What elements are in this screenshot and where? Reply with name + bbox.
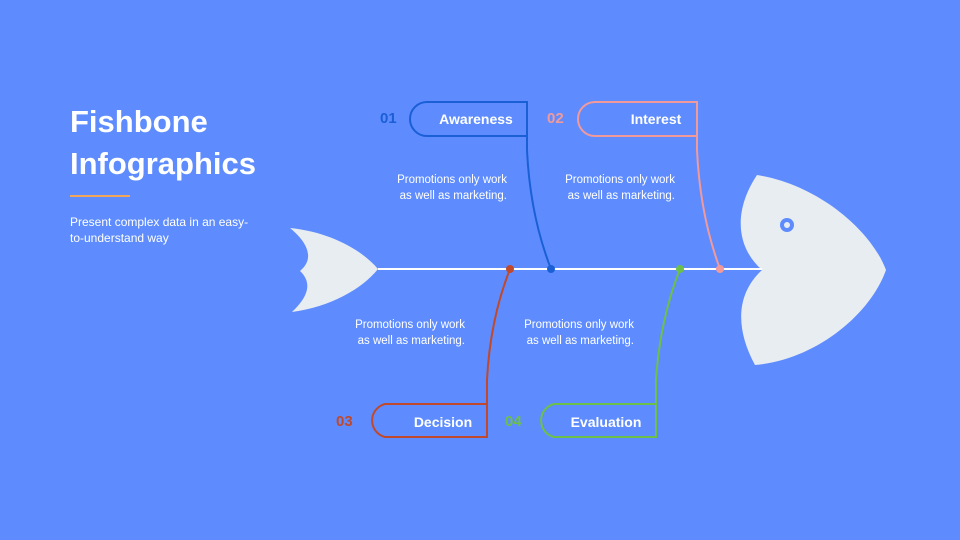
stage-number-03: 03	[336, 413, 353, 430]
stage-number-02: 02	[547, 110, 564, 127]
bone-decision	[371, 268, 511, 438]
stage-number-01: 01	[380, 110, 397, 127]
joint-evaluation	[676, 265, 684, 273]
title-underline	[70, 195, 130, 197]
stage-label-decision: Decision	[413, 414, 473, 430]
subtitle: Present complex data in an easy-to-under…	[70, 215, 249, 245]
joint-interest	[716, 265, 724, 273]
stage-label-interest: Interest	[630, 111, 682, 127]
stage-label-awareness: Awareness	[439, 111, 513, 127]
fish-tail	[290, 228, 378, 312]
stage-number-04: 04	[505, 413, 522, 430]
page-title: Fishbone Infographics	[70, 104, 257, 181]
stage-label-evaluation: Evaluation	[570, 414, 642, 430]
joint-decision	[506, 265, 514, 273]
bone-awareness	[409, 101, 552, 270]
stage-description-interest: Promotions only work as well as marketin…	[565, 174, 675, 202]
joint-awareness	[547, 265, 555, 273]
bone-evaluation	[540, 268, 681, 438]
fish-pupil	[784, 222, 790, 228]
stage-description-evaluation: Promotions only work as well as marketin…	[524, 319, 634, 347]
bone-interest	[577, 101, 721, 270]
stage-description-awareness: Promotions only work as well as marketin…	[397, 174, 507, 202]
fish-head	[740, 175, 886, 365]
stage-description-decision: Promotions only work as well as marketin…	[355, 319, 465, 347]
